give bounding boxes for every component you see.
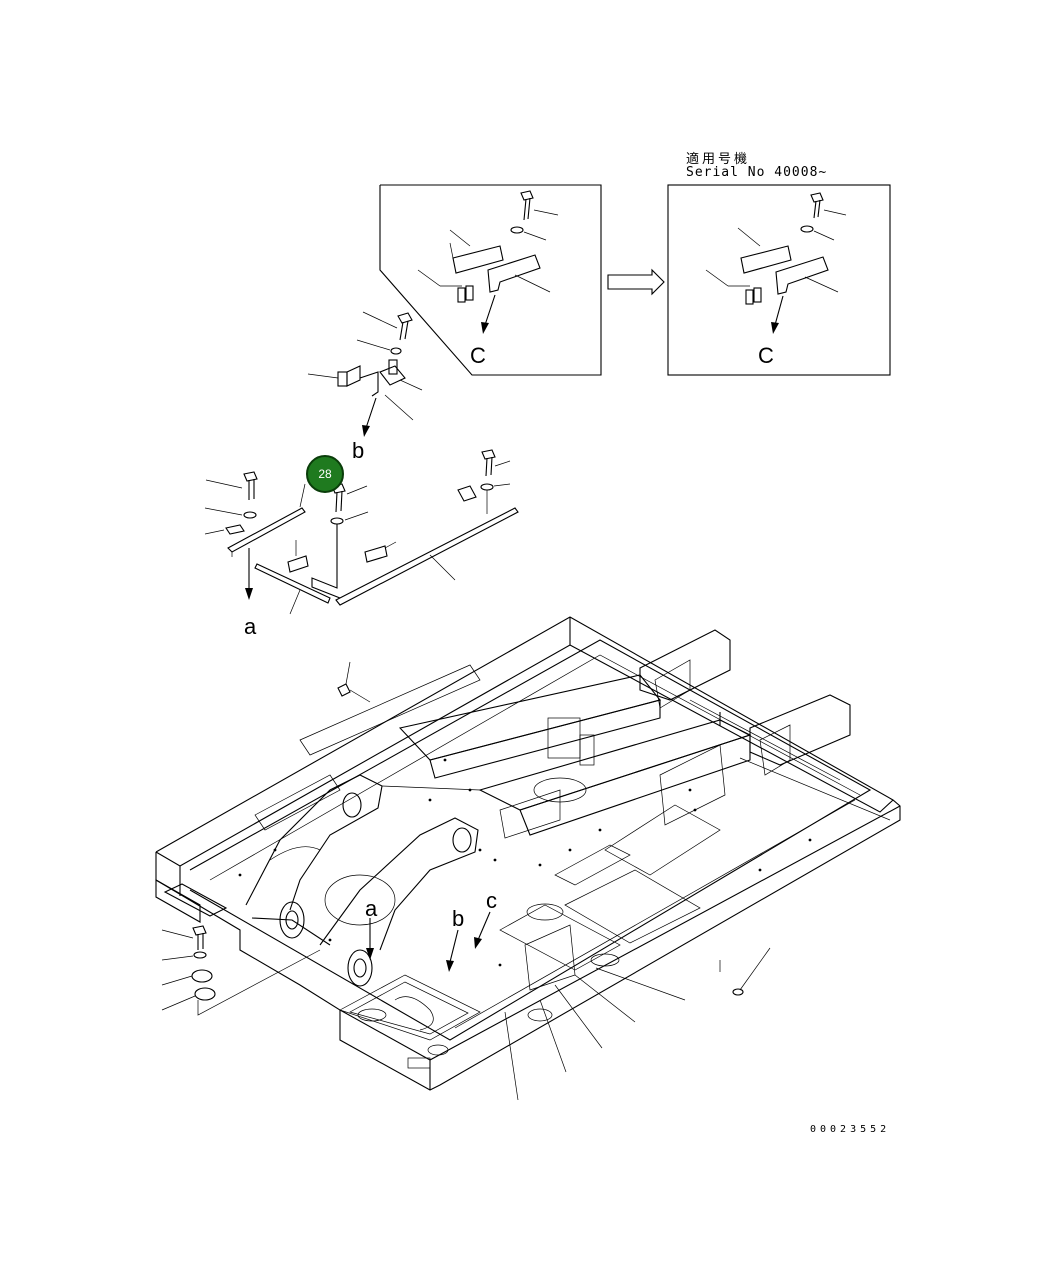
exploded-parts-a bbox=[204, 449, 519, 615]
exploded-parts-b bbox=[307, 311, 423, 437]
detail-after-label: C bbox=[758, 343, 774, 368]
serial-applicability-japanese: 適用号機 bbox=[686, 152, 751, 167]
detail-before-label: C bbox=[470, 343, 486, 368]
serial-number-label: Serial No 40008~ bbox=[686, 165, 828, 180]
main-frame bbox=[155, 616, 901, 1101]
frame-a-label: a bbox=[365, 896, 378, 921]
detail-box-before bbox=[379, 184, 602, 376]
part-callout-28[interactable]: 28 bbox=[306, 455, 344, 493]
transition-arrow bbox=[607, 268, 665, 296]
frame-b-label: b bbox=[452, 906, 465, 931]
detail-box-after bbox=[667, 184, 891, 376]
view-b-label: b bbox=[352, 438, 365, 463]
drawing-code: 00023552 bbox=[810, 1124, 891, 1135]
view-a-label: a bbox=[244, 614, 257, 639]
frame-c-label: c bbox=[486, 888, 497, 913]
